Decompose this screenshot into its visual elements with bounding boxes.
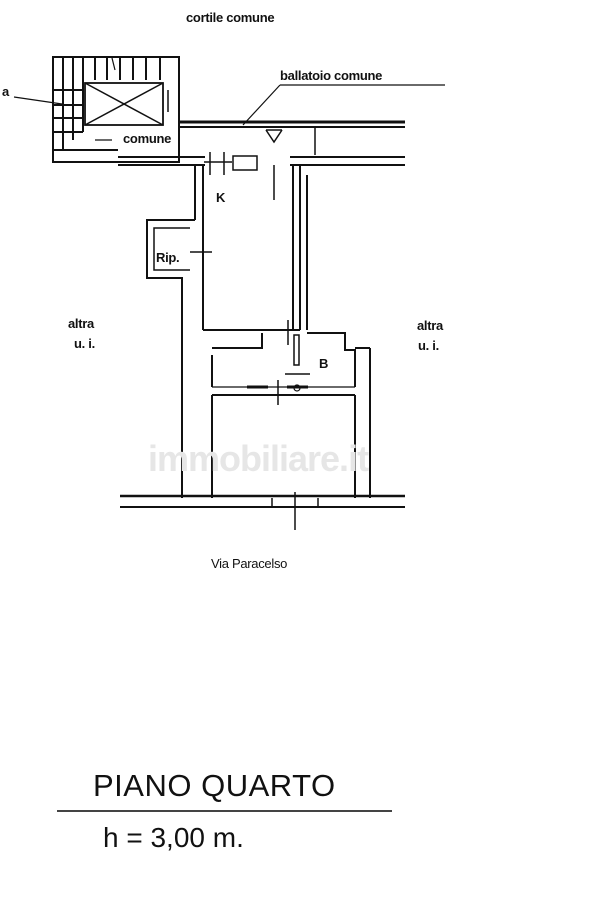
bathroom-room bbox=[211, 320, 356, 405]
kitchen-room bbox=[194, 129, 301, 331]
storage-room bbox=[146, 219, 212, 348]
main-room bbox=[181, 347, 371, 498]
courtyard-label: cortile comune bbox=[186, 10, 275, 25]
stairwell bbox=[52, 56, 180, 163]
other-unit-left-line2: u. i. bbox=[74, 336, 95, 351]
street-facade bbox=[120, 492, 405, 530]
other-unit-right-line2: u. i. bbox=[418, 338, 439, 353]
other-unit-right-line1: altra bbox=[417, 318, 443, 333]
watermark: immobiliare.it bbox=[148, 438, 369, 479]
other-unit-left-line1: altra bbox=[68, 316, 94, 331]
gallery-label: ballatoio comune bbox=[280, 68, 383, 83]
bathroom-label: B bbox=[319, 356, 329, 371]
kitchen-label: K bbox=[216, 190, 226, 205]
title-underline bbox=[57, 810, 392, 812]
common-label: comune bbox=[123, 131, 172, 146]
storage-label: Rip. bbox=[156, 250, 180, 265]
gallery-walls bbox=[118, 120, 405, 171]
street-label: Via Paracelso bbox=[211, 556, 288, 571]
ceiling-height: h = 3,00 m. bbox=[103, 822, 244, 853]
stair-label-fragment: a bbox=[2, 84, 9, 99]
floor-title: PIANO QUARTO bbox=[93, 768, 336, 803]
